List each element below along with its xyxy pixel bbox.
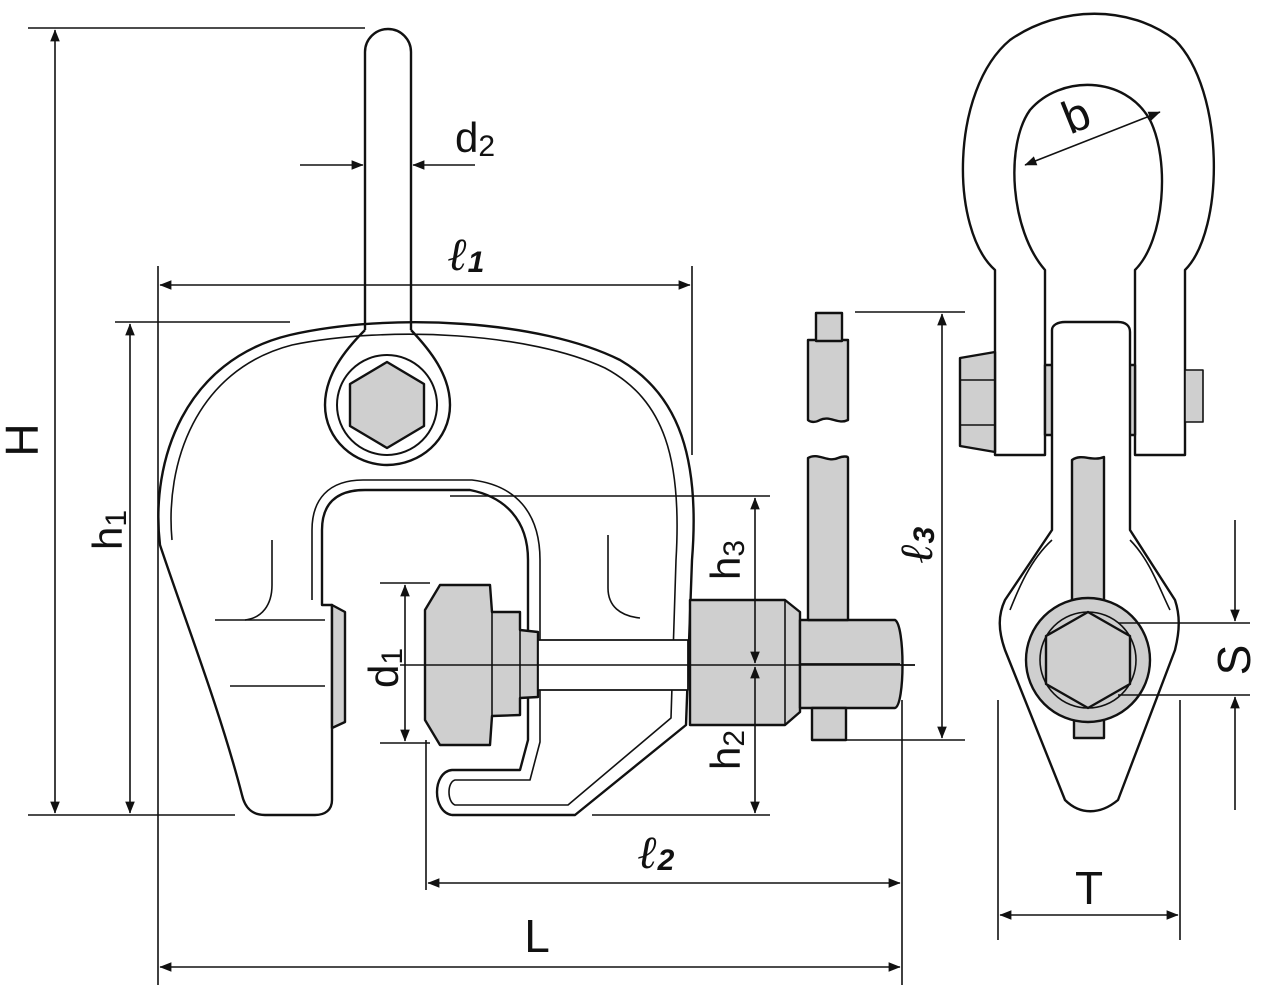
label-T: T [1075,862,1103,914]
label-h3: h3 [702,540,751,580]
label-b: b [1054,86,1097,144]
label-S: S [1208,645,1260,676]
lifting-eye-stem [363,27,413,330]
label-h2: h2 [702,730,751,770]
dim-b-line [1024,111,1161,166]
t-handle-top [806,338,850,424]
hanger-rod [1070,455,1106,607]
label-l3: ℓ3 [889,527,943,564]
shackle-bow [961,12,1216,457]
label-H: H [0,423,48,456]
clamp-end-view [958,12,1216,813]
screw-boss [688,598,802,727]
label-L: L [524,910,550,962]
hex-nut [1044,610,1132,710]
clamp-side-view [157,27,904,817]
c-frame-body [157,321,695,817]
label-l1: ℓ1 [448,227,484,281]
label-d2: d2 [455,114,495,163]
t-handle-bar [806,454,850,622]
dimension-lines [28,27,1250,985]
fixed-jaw-pad [330,603,347,730]
shackle-nut [958,350,997,454]
label-d1: d1 [360,648,409,688]
label-h1: h1 [84,510,133,550]
label-l2: ℓ2 [638,825,675,879]
hex-pin-head [348,360,426,450]
